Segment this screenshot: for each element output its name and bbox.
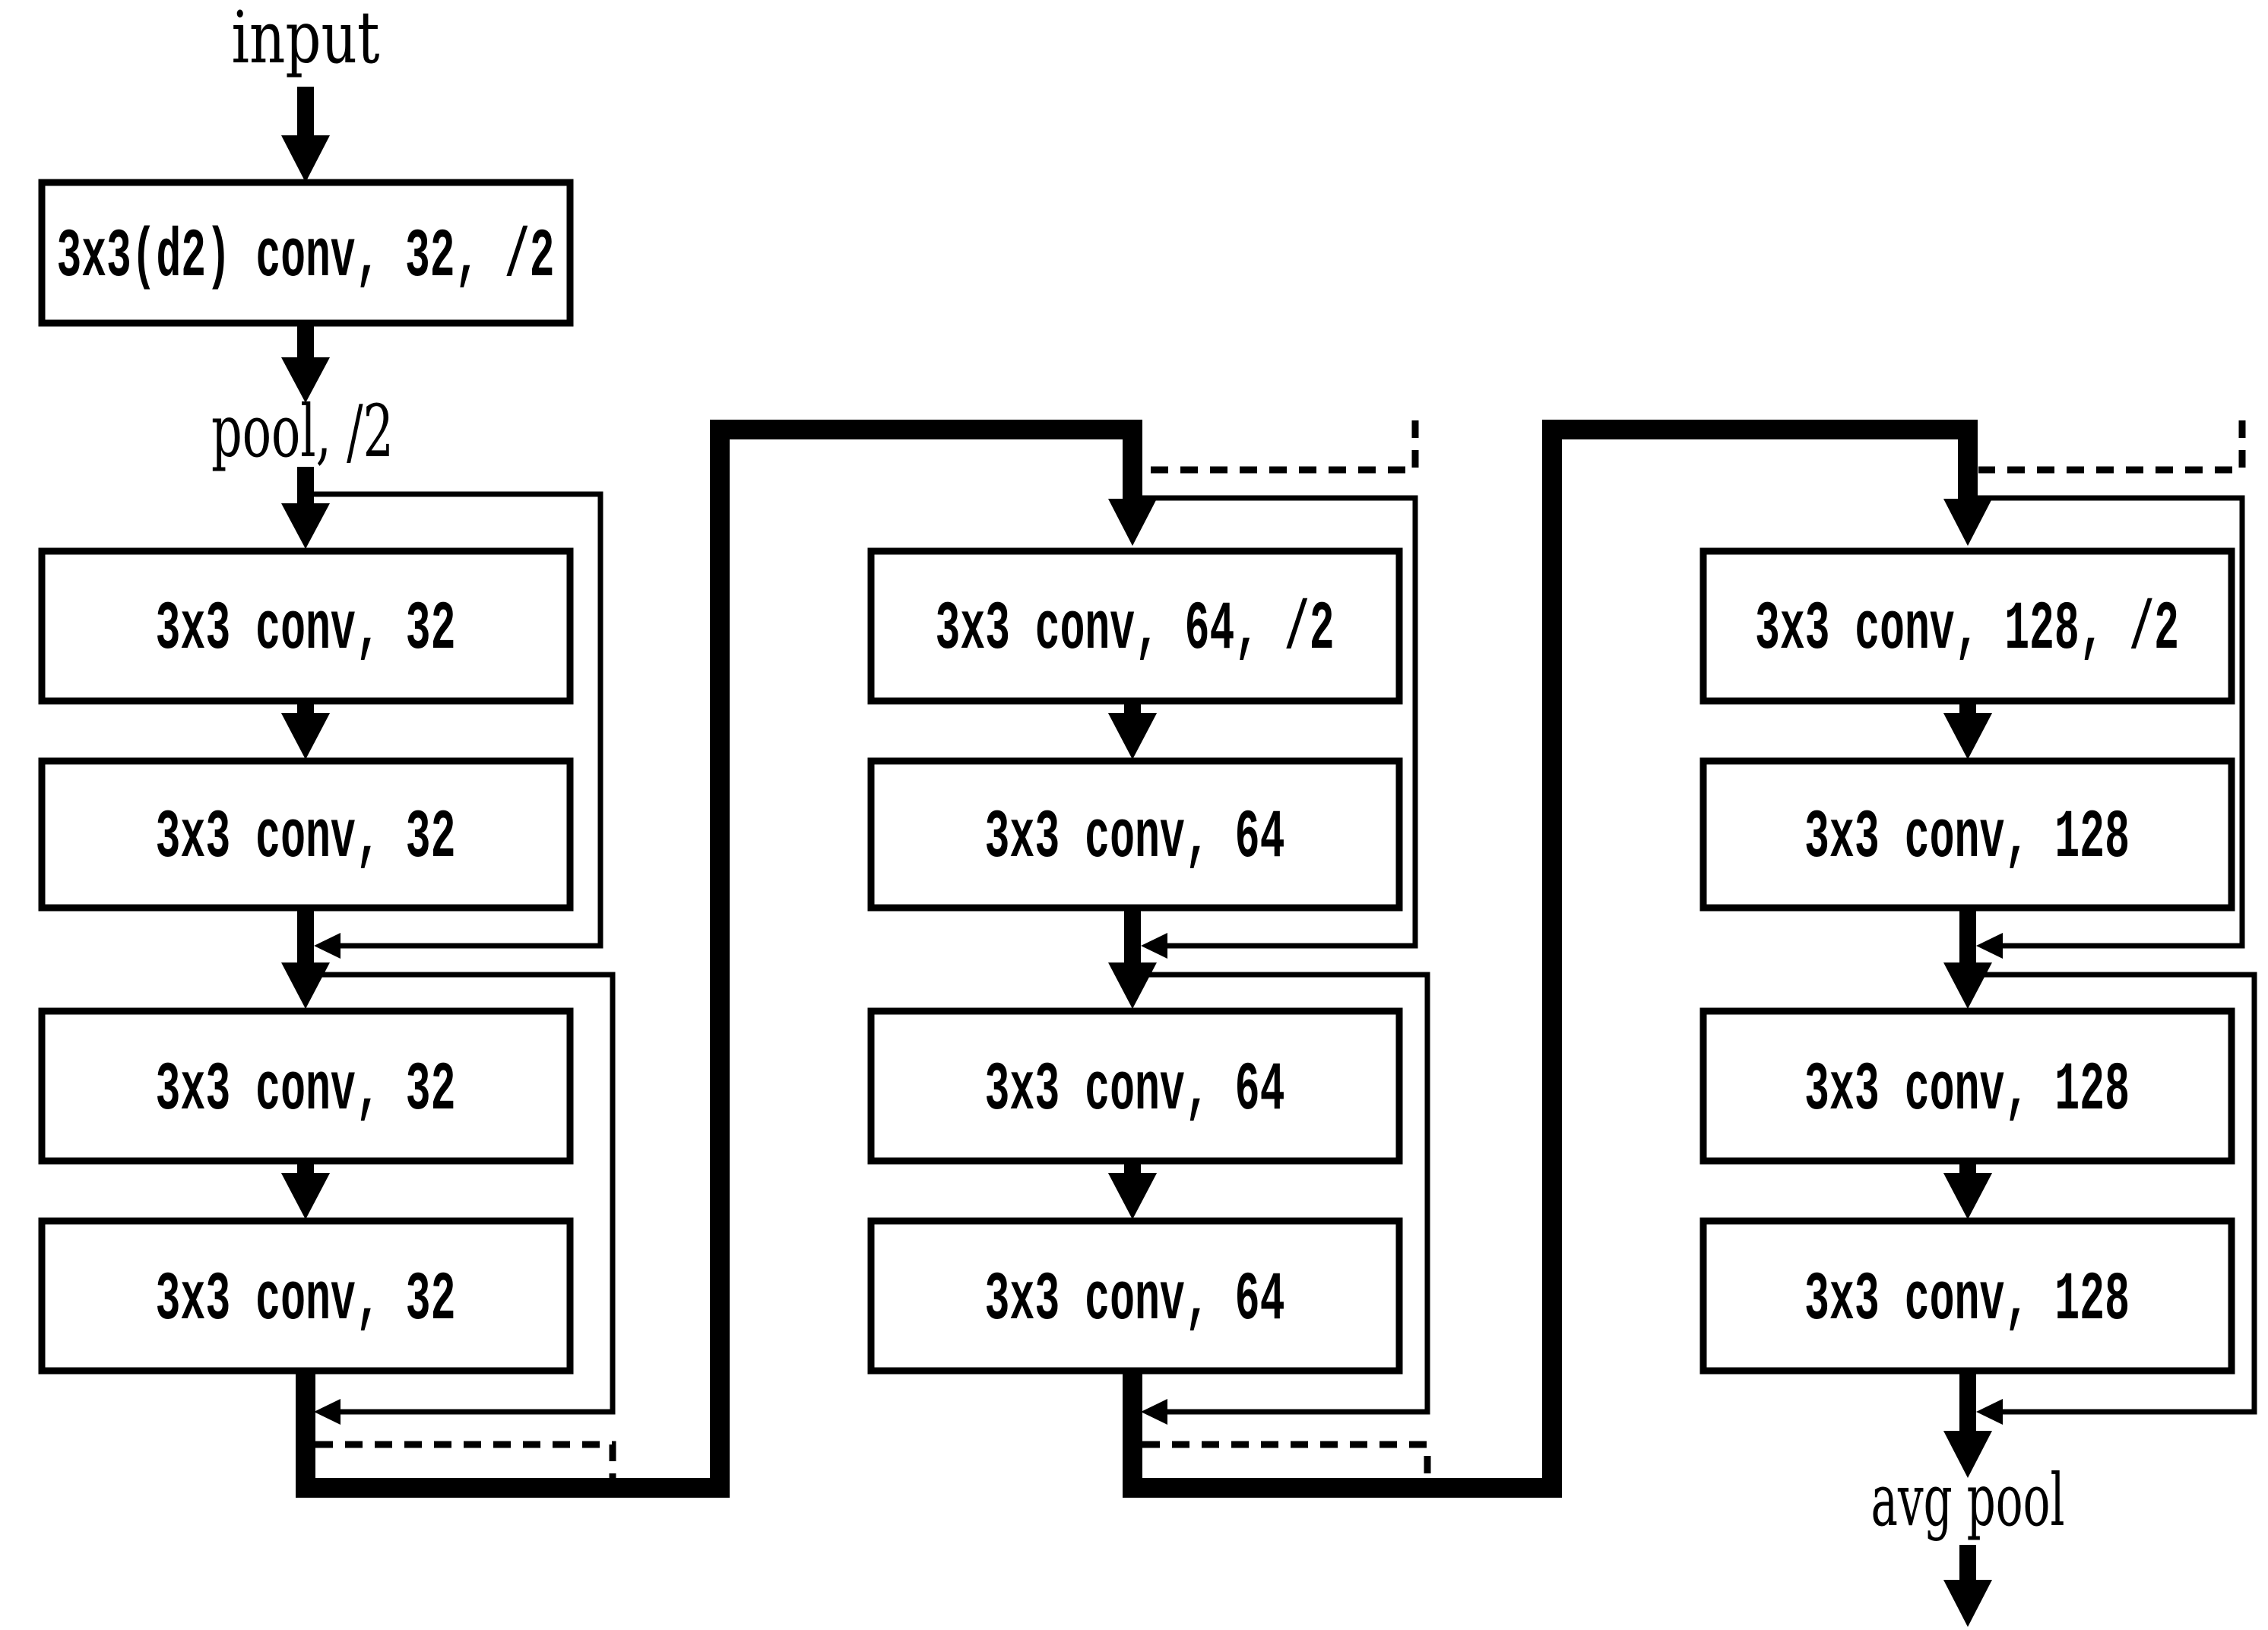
conv-box (867, 757, 1403, 912)
stem-to-pool-arrowhead-icon (281, 357, 330, 403)
pool-label: pool, /2 (211, 390, 394, 474)
conv-box-label: 3x3 conv, 128, /2 (1755, 591, 2179, 669)
conv-box (38, 1007, 574, 1165)
conv-box-label: 3x3 conv, 32 (156, 1262, 456, 1340)
output-arrowhead-icon (1943, 1580, 1992, 1627)
merge-arrowhead-icon (314, 1399, 341, 1425)
conv-box (867, 1007, 1403, 1165)
stage2-to-stage3-route (1123, 420, 1978, 1498)
conv-box-label: 3x3 conv, 32 (156, 1052, 456, 1130)
dashed-shortcut-line (315, 1441, 616, 1481)
merge-arrowhead-icon (314, 933, 341, 959)
conv-box-label: 3x3 conv, 64 (985, 1262, 1285, 1340)
dashed-shortcut-line (1142, 1441, 1431, 1481)
conv-box-label: 3x3 conv, 128 (1804, 1262, 2130, 1340)
flow-arrowhead-icon (281, 713, 330, 760)
conv-box (1699, 757, 2235, 912)
conv-box (1699, 547, 2235, 705)
input-arrowhead-icon (281, 135, 330, 182)
conv-box-label: 3x3 conv, 64 (985, 800, 1285, 877)
conv-box-label: 3x3 conv, 64, /2 (936, 591, 1335, 669)
stage-1-section: 3x3 conv, 32 3x3 conv, 32 3x3 conv, 32 3… (38, 491, 616, 1481)
flow-arrowhead-icon (281, 962, 330, 1009)
stem-section: input 3x3(d2) conv, 32, /2 pool, /2 (38, 0, 574, 549)
conv-box (38, 757, 574, 912)
avg-pool-label: avg pool (1871, 1459, 2065, 1543)
skip-connection-line (1968, 495, 2245, 949)
stage2-entry-arrowhead-icon (1108, 499, 1157, 546)
stage3-entry-arrowhead-icon (1943, 499, 1992, 546)
skip-connection-line (1132, 972, 1430, 1415)
merge-arrowhead-icon (1141, 933, 1167, 959)
skip-connection-line (306, 491, 603, 949)
flow-arrowhead-icon (1943, 1173, 1992, 1219)
conv-box (38, 547, 574, 705)
stage-3-section: 3x3 conv, 128, /2 3x3 conv, 128 3x3 conv… (1699, 420, 2257, 1425)
flow-arrowhead-icon (1108, 1173, 1157, 1219)
flow-arrowhead-icon (281, 1173, 330, 1219)
to-avg-pool-arrowhead-icon (1943, 1431, 1992, 1478)
merge-arrowhead-icon (1976, 933, 2003, 959)
pool-arrowhead-icon (281, 503, 330, 549)
flow-arrowhead-icon (1108, 713, 1157, 760)
flow-arrowhead-icon (1943, 713, 1992, 760)
conv-box-label: 3x3 conv, 128 (1804, 800, 2130, 877)
skip-connection-line (1132, 495, 1418, 949)
dashed-shortcut-line (1143, 420, 1419, 474)
output-section: avg pool (1871, 1371, 2065, 1627)
merge-arrowhead-icon (1976, 1399, 2003, 1425)
stage-2-section: 3x3 conv, 64, /2 3x3 conv, 64 3x3 conv, … (867, 420, 1431, 1481)
stage1-to-stage2-route (296, 420, 1142, 1498)
flow-arrowhead-icon (1943, 962, 1992, 1009)
flow-arrowhead-icon (1108, 962, 1157, 1009)
skip-connection-line (1968, 972, 2257, 1415)
conv-box-label: 3x3 conv, 128 (1804, 1052, 2130, 1130)
stem-conv-box-label: 3x3(d2) conv, 32, /2 (57, 219, 555, 297)
merge-arrowhead-icon (1141, 1399, 1167, 1425)
conv-box-label: 3x3 conv, 32 (156, 591, 456, 669)
conv-box (1699, 1217, 2235, 1375)
skip-connection-line (306, 972, 616, 1415)
conv-box (1699, 1007, 2235, 1165)
conv-box-label: 3x3 conv, 64 (985, 1052, 1285, 1130)
input-label: input (232, 0, 380, 80)
conv-box (867, 1217, 1403, 1375)
conv-box-label: 3x3 conv, 32 (156, 800, 456, 877)
dashed-shortcut-line (1978, 420, 2246, 474)
